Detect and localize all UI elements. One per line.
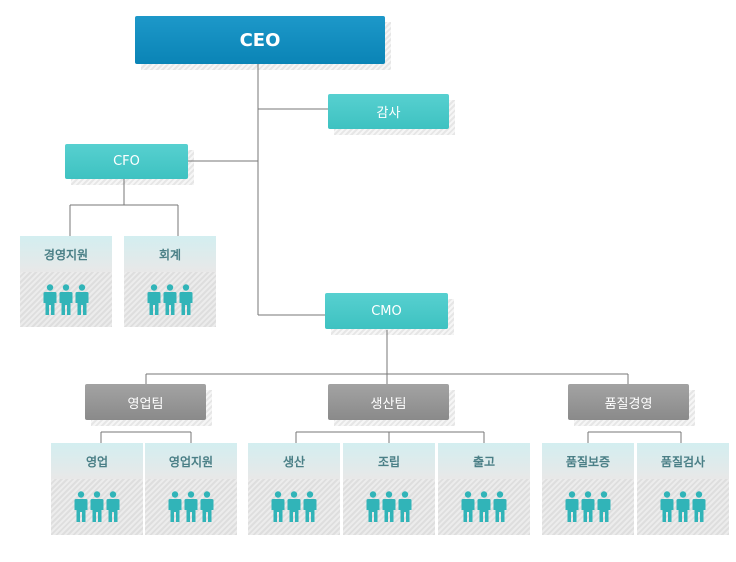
team-people	[343, 479, 435, 535]
cmo-box: CMO	[325, 293, 454, 335]
person-icon	[493, 491, 507, 522]
team-label: 생산	[248, 443, 340, 479]
person-icon	[179, 283, 193, 315]
division-label: 영업팀	[127, 396, 164, 412]
division-box-quality: 품질경영	[568, 384, 695, 426]
audit-box: 감사	[328, 94, 455, 135]
person-icon	[382, 491, 396, 522]
team-card-management-support: 경영지원	[20, 236, 112, 327]
person-icon	[398, 491, 412, 522]
person-icon	[303, 491, 317, 522]
person-icon	[147, 283, 161, 315]
team-card-production: 생산	[248, 443, 340, 535]
person-icon	[163, 283, 177, 315]
person-icon	[59, 283, 73, 315]
division-label: 생산팀	[370, 396, 407, 412]
cmo-label: CMO	[371, 303, 402, 319]
cfo-box: CFO	[65, 144, 194, 185]
team-people	[20, 272, 112, 327]
person-icon	[90, 491, 104, 522]
team-card-quality-assurance: 품질보증	[542, 443, 634, 535]
person-icon	[184, 491, 198, 522]
person-icon	[477, 491, 491, 522]
person-icon	[597, 491, 611, 522]
division-box-production: 생산팀	[328, 384, 455, 426]
person-icon	[106, 491, 120, 522]
person-icon	[43, 283, 57, 315]
team-card-accounting: 회계	[124, 236, 216, 327]
team-people	[637, 479, 729, 535]
person-icon	[168, 491, 182, 522]
person-icon	[366, 491, 380, 522]
person-icon	[565, 491, 579, 522]
person-icon	[74, 491, 88, 522]
team-card-sales-support: 영업지원	[145, 443, 237, 535]
audit-label: 감사	[376, 106, 401, 121]
person-icon	[200, 491, 214, 522]
person-icon	[692, 491, 706, 522]
team-label: 영업	[51, 443, 143, 479]
team-card-sales: 영업	[51, 443, 143, 535]
team-label: 품질보증	[542, 443, 634, 479]
person-icon	[287, 491, 301, 522]
ceo-box: CEO	[135, 16, 391, 70]
team-label: 출고	[438, 443, 530, 479]
team-people	[248, 479, 340, 535]
team-people	[124, 272, 216, 327]
division-label: 품질경영	[604, 396, 653, 412]
person-icon	[581, 491, 595, 522]
team-label: 경영지원	[20, 236, 112, 272]
ceo-label: CEO	[239, 29, 281, 51]
person-icon	[660, 491, 674, 522]
person-icon	[75, 283, 89, 315]
team-people	[51, 479, 143, 535]
team-label: 조립	[343, 443, 435, 479]
cfo-label: CFO	[113, 154, 140, 169]
team-card-shipping: 출고	[438, 443, 530, 535]
team-card-quality-inspection: 품질검사	[637, 443, 729, 535]
person-icon	[676, 491, 690, 522]
team-card-assembly: 조립	[343, 443, 435, 535]
team-label: 품질검사	[637, 443, 729, 479]
team-label: 영업지원	[145, 443, 237, 479]
team-people	[542, 479, 634, 535]
team-people	[438, 479, 530, 535]
person-icon	[271, 491, 285, 522]
team-people	[145, 479, 237, 535]
person-icon	[461, 491, 475, 522]
division-box-sales: 영업팀	[85, 384, 212, 426]
team-label: 회계	[124, 236, 216, 272]
